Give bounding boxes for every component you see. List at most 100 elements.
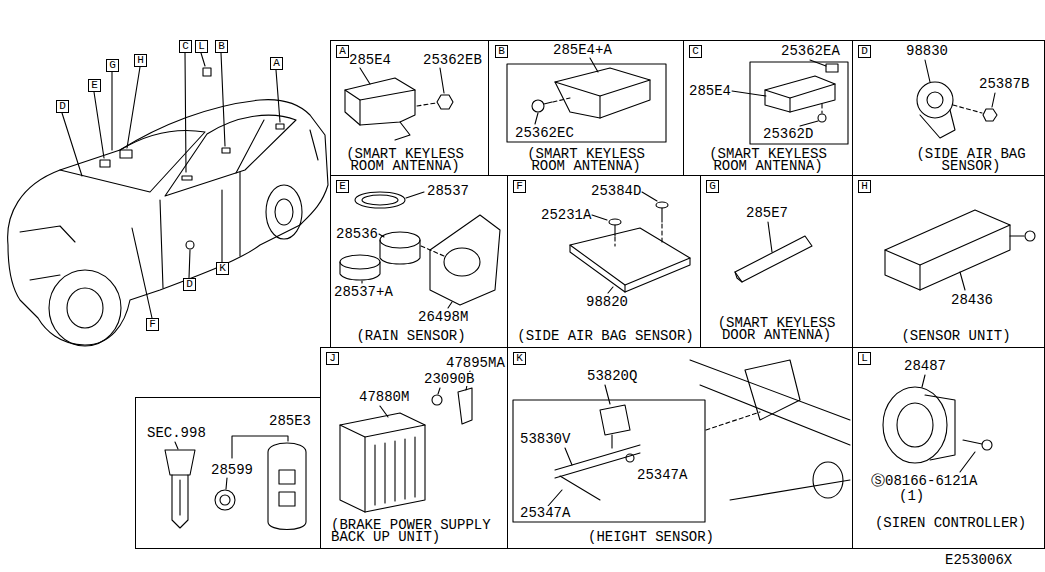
panel-caption: (SMART KEYLESS ROOM ANTENNA) bbox=[521, 148, 651, 172]
callout-letter: F bbox=[146, 318, 159, 331]
antenna-drawing bbox=[345, 68, 453, 140]
letter-text: E bbox=[339, 181, 346, 192]
part-number: 28599 bbox=[211, 463, 253, 477]
letter-text: J bbox=[329, 353, 336, 364]
part-panel: 285E7 (SMART KEYLESS DOOR ANTENNA) G bbox=[700, 175, 853, 348]
callout-letter: B bbox=[215, 40, 228, 53]
part-number: (1) bbox=[899, 489, 924, 503]
letter-text: D bbox=[186, 279, 193, 290]
panel-letter: B bbox=[495, 45, 508, 58]
panel-caption: (SMART KEYLESS ROOM ANTENNA) bbox=[703, 148, 833, 172]
letter-text: D bbox=[861, 46, 868, 57]
panel-letter: C bbox=[689, 45, 702, 58]
panel-caption: (SIDE AIR BAG SENSOR) bbox=[906, 148, 1036, 172]
part-number: 25347A bbox=[520, 506, 570, 520]
callout-letter: K bbox=[216, 262, 229, 275]
antenna-drawing bbox=[735, 222, 812, 282]
panel-letter: E bbox=[336, 180, 349, 193]
panel-caption: (SENSOR UNIT) bbox=[881, 330, 1031, 342]
panel-caption: (SIDE AIR BAG SENSOR) bbox=[513, 330, 698, 342]
letter-text: D bbox=[59, 101, 66, 112]
panel-letter: A bbox=[336, 45, 349, 58]
antenna-drawing bbox=[732, 60, 848, 144]
part-number: 98820 bbox=[586, 295, 628, 309]
letter-text: G bbox=[109, 60, 116, 71]
panel-letter: F bbox=[513, 180, 526, 193]
part-number: 25347A bbox=[637, 468, 687, 482]
letter-text: H bbox=[137, 55, 144, 66]
callout-letter: D bbox=[183, 278, 196, 291]
letter-text: F bbox=[516, 181, 523, 192]
height-sensor-drawing bbox=[513, 360, 850, 522]
panel-letter: H bbox=[858, 180, 871, 193]
sensor-drawing bbox=[917, 60, 997, 138]
part-panel: 25384D25231A 98820 (SIDE AIR BAG SENSOR) F bbox=[507, 175, 701, 348]
part-number: 28487 bbox=[904, 359, 946, 373]
part-number: 28536 bbox=[336, 227, 378, 241]
part-number: 285E4 bbox=[349, 53, 391, 67]
panel-caption: (SMART KEYLESS ROOM ANTENNA) bbox=[340, 148, 470, 172]
part-number: Ⓢ08166-6121A bbox=[871, 474, 977, 488]
part-number: 285E4+A bbox=[553, 43, 612, 57]
panel-caption: (HEIGHT SENSOR) bbox=[561, 531, 741, 543]
panel-letter: D bbox=[858, 45, 871, 58]
panel-letter: G bbox=[706, 180, 719, 193]
part-number: 25231A bbox=[541, 208, 591, 222]
letter-text: K bbox=[516, 353, 523, 364]
letter-text: C bbox=[182, 41, 189, 52]
part-number: 26498M bbox=[418, 310, 468, 324]
part-number: 28537+A bbox=[334, 285, 393, 299]
part-panel: 28537 28536 28537+A 26498M (RAIN SENSOR) E bbox=[330, 175, 508, 348]
panel-caption: (BRAKE POWER SUPPLY BACK UP UNIT) bbox=[331, 519, 503, 543]
part-panel: 285E4+A 25362EC (SMART KEYLESS ROOM ANTENN… bbox=[488, 40, 684, 176]
panel-caption: (SIREN CONTROLLER) bbox=[863, 517, 1038, 529]
part-number: 25362EC bbox=[515, 126, 574, 140]
callout-letter: A bbox=[270, 57, 283, 70]
part-panel: 53820Q 53830V 25347A 25347A (HEIGHT SENSOR) K bbox=[507, 347, 853, 549]
letter-text: A bbox=[339, 46, 346, 57]
letter-text: C bbox=[692, 46, 699, 57]
panel-caption: (SMART KEYLESS DOOR ANTENNA) bbox=[709, 317, 844, 341]
letter-text: K bbox=[219, 263, 226, 274]
part-number: 47895MA bbox=[446, 356, 505, 370]
part-number: 98830 bbox=[906, 44, 948, 58]
siren-drawing bbox=[883, 375, 992, 472]
part-number: 28537 bbox=[427, 184, 469, 198]
part-number: 25384D bbox=[591, 184, 641, 198]
letter-text: L bbox=[198, 41, 205, 52]
part-number: 53820Q bbox=[587, 369, 637, 383]
panel-caption: (RAIN SENSOR) bbox=[336, 330, 486, 342]
part-panel: 28487Ⓢ08166-6121A(1) (SIREN CONTROLLER) L bbox=[852, 347, 1045, 549]
callout-letter: D bbox=[56, 100, 69, 113]
letter-text: E bbox=[91, 80, 98, 91]
part-number: 285E7 bbox=[746, 206, 788, 220]
part-number: 25387B bbox=[979, 77, 1029, 91]
part-panel: 47895MA23090B47880M(BRAKE POWER SUPPLY B… bbox=[320, 347, 508, 549]
part-number: 28436 bbox=[951, 293, 993, 307]
letter-text: A bbox=[273, 58, 280, 69]
panel-letter: J bbox=[326, 352, 339, 365]
drawing-number: E253006X bbox=[945, 553, 1012, 567]
callout-letter: L bbox=[195, 40, 208, 53]
part-number: 53830V bbox=[520, 432, 570, 446]
letter-text: G bbox=[709, 181, 716, 192]
sensor-unit-drawing bbox=[885, 210, 1035, 290]
antenna-drawing bbox=[507, 58, 666, 142]
callout-letter: E bbox=[88, 79, 101, 92]
part-number: 25362EB bbox=[423, 53, 482, 67]
part-number: 285E3 bbox=[269, 414, 311, 428]
letter-text: L bbox=[861, 353, 868, 364]
panel-letter: K bbox=[513, 352, 526, 365]
part-panel: 285E4 25362EB (SMART KEYLESS ROOM ANTENNA)… bbox=[330, 40, 489, 176]
part-panel: SEC.998285E328599 bbox=[135, 397, 321, 549]
letter-text: F bbox=[149, 319, 156, 330]
car-illustration bbox=[8, 53, 328, 346]
callout-letter: C bbox=[179, 40, 192, 53]
letter-text: B bbox=[498, 46, 505, 57]
part-panel: 25362EA285E425362D(SMART KEYLESS ROOM AN… bbox=[683, 40, 853, 176]
panel-letter: L bbox=[858, 352, 871, 365]
callout-letter: H bbox=[134, 54, 147, 67]
part-panel: 98830 25387B (SIDE AIR BAG SENSOR) D bbox=[852, 40, 1045, 176]
part-number: 23090B bbox=[424, 372, 474, 386]
part-panel: 28436 (SENSOR UNIT) H bbox=[852, 175, 1045, 348]
